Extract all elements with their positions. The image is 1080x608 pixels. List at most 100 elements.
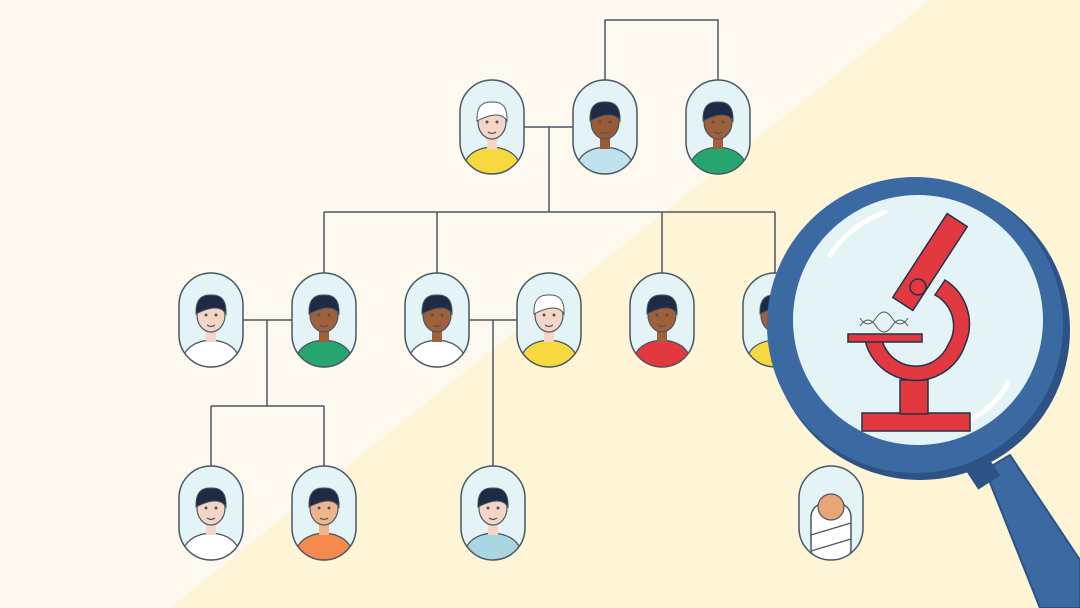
pod-outline [460,465,526,561]
person-parent-woman-ponytail [629,272,695,368]
pod-outline [291,465,357,561]
eye [430,313,434,317]
mouth [206,517,216,521]
microscope-knob [909,278,927,296]
mouth [544,324,554,328]
hair [195,487,227,509]
person-grandparent-man-glasses [572,79,638,175]
person-parent-man-mustache [178,272,244,368]
pod-outline [572,79,638,175]
person-parent-woman [291,272,357,368]
baby-head [817,493,845,521]
mouth [487,131,497,135]
pod-outline [798,465,864,561]
eye [440,313,444,317]
eye [655,313,659,317]
dna-icon [859,311,909,333]
pod-outline [404,272,470,368]
microscope-icon [847,212,971,432]
neck [657,328,667,342]
neck [319,521,329,535]
pod-outline [178,465,244,561]
person-child-woman-glasses [460,465,526,561]
eye [665,313,669,317]
hair [195,294,227,316]
magnifier-handle [983,453,1080,608]
glare [827,209,888,258]
person-parent-bearded-man [404,272,470,368]
eye [327,313,331,317]
hair [308,294,340,316]
pod-outline [516,272,582,368]
dna-strand [859,311,909,325]
microscope-arm [864,278,971,382]
neck [488,521,498,535]
person-parent-elderly-woman [516,272,582,368]
pod-outline [291,272,357,368]
hair [589,101,621,123]
neck [432,328,442,342]
neck [544,328,554,342]
person-grandparent-bald-man [685,79,751,175]
eye [204,506,208,510]
eye [711,120,715,124]
person-baby-swaddled [798,465,864,561]
neck [206,521,216,535]
pod-outline [178,272,244,368]
eye [327,506,331,510]
mouth [488,517,498,521]
mouth [319,324,329,328]
hair [476,101,508,123]
eye [214,506,218,510]
eye [542,313,546,317]
hair [646,294,678,316]
eye [204,313,208,317]
mouth [432,324,442,328]
eye [317,506,321,510]
mouth [713,131,723,135]
connector-line [210,319,325,466]
neck [319,328,329,342]
microscope-stage [847,333,923,343]
hair [477,487,509,509]
neck [487,135,497,149]
neck [206,328,216,342]
microscope-base [861,412,971,432]
pod-outline [459,79,525,175]
pod-outline [685,79,751,175]
eye [552,313,556,317]
pod-outline [629,272,695,368]
hair [702,101,734,123]
hair [308,487,340,509]
person-child-girl [291,465,357,561]
eye [598,120,602,124]
hair [421,294,453,316]
eye [214,313,218,317]
tree-connectors [210,19,776,466]
eye [486,506,490,510]
mouth [206,324,216,328]
eye [317,313,321,317]
lens-glass [793,195,1043,445]
connector-line [604,19,719,80]
neck [600,135,610,149]
eye [608,120,612,124]
person-grandparent-elderly-man [459,79,525,175]
hair [533,294,565,316]
connector-line [469,319,517,466]
magnifying-glass-icon [767,177,1080,608]
connector-line [323,126,776,273]
eye [721,120,725,124]
eye [485,120,489,124]
dna-strand [859,319,909,333]
person-child-boy [178,465,244,561]
eye [495,120,499,124]
mouth [657,324,667,328]
eye [496,506,500,510]
mouth [600,131,610,135]
microscope-stand [899,379,929,415]
swaddle-wrap [810,522,852,552]
neck [713,135,723,149]
mouth [319,517,329,521]
